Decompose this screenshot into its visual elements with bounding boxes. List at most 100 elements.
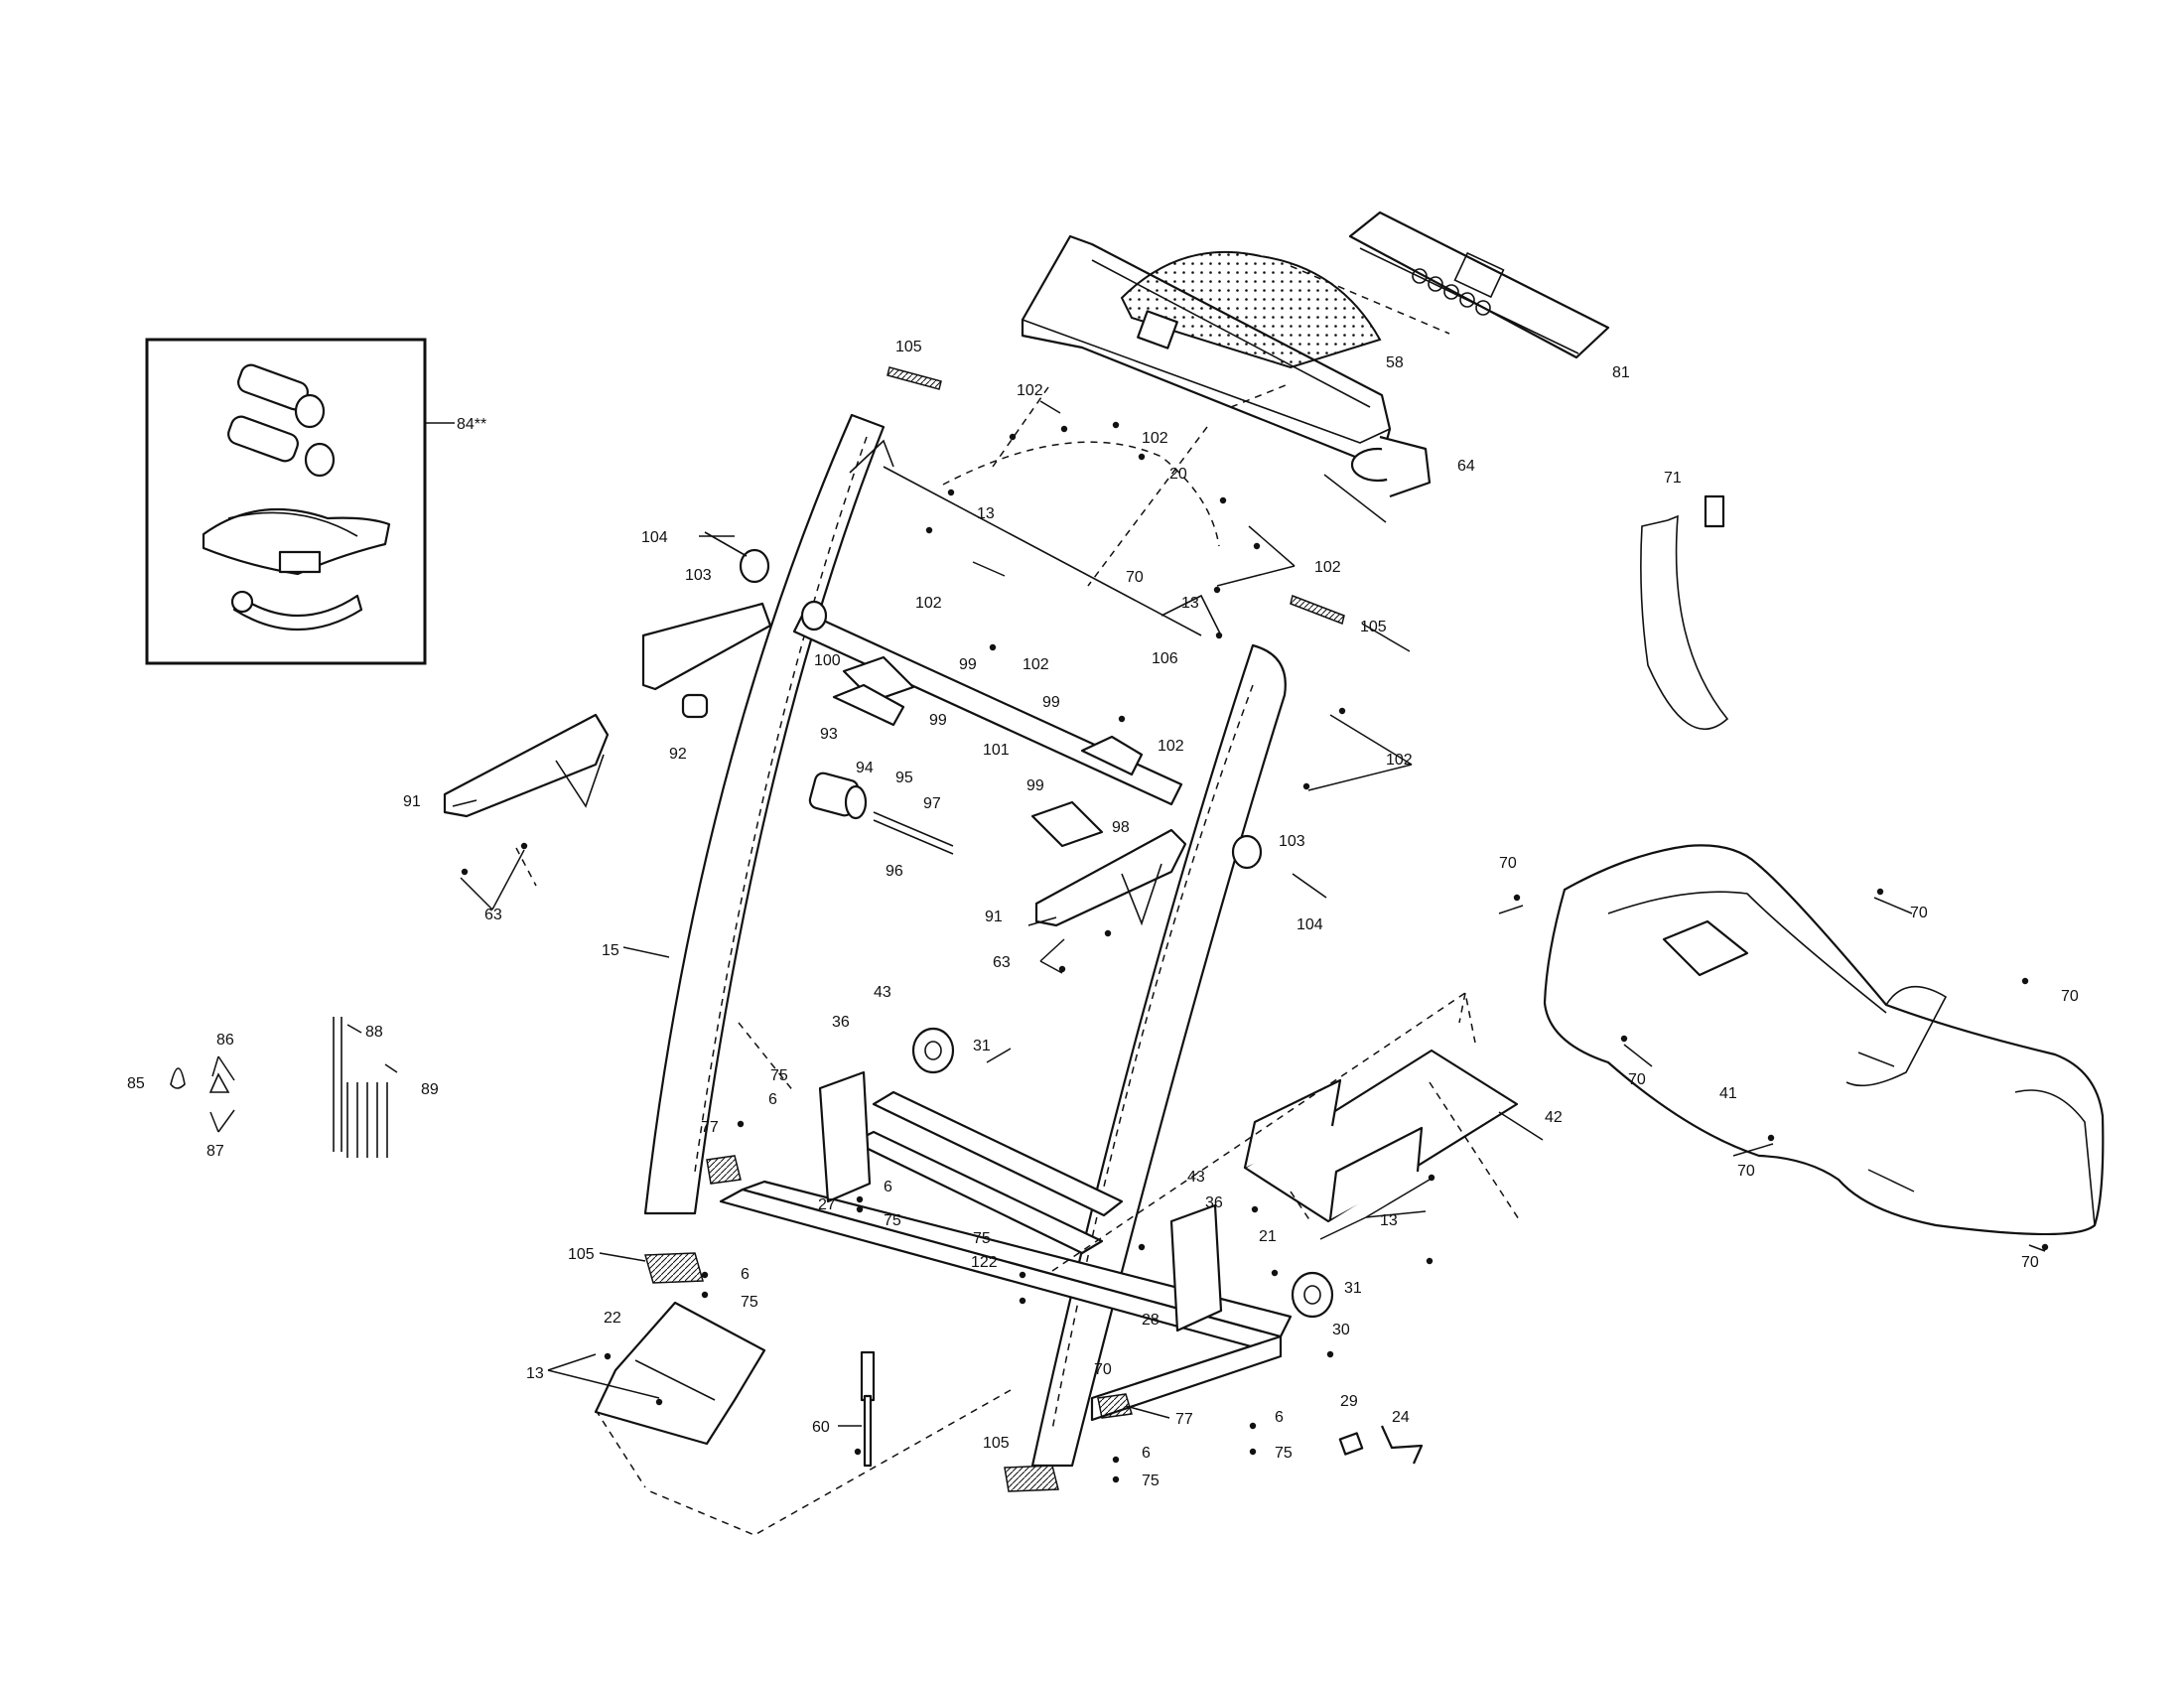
- part-label: 75: [770, 1067, 788, 1084]
- part-label: 86: [216, 1032, 234, 1049]
- part-label: 70: [1126, 569, 1144, 586]
- part-label: 70: [1094, 1361, 1112, 1378]
- part-label: 96: [886, 863, 903, 880]
- part-label: 105: [895, 339, 922, 355]
- upright-right: [1030, 643, 1287, 1468]
- part-label: 13: [977, 505, 995, 522]
- callout-leaders: [209, 400, 2046, 1427]
- part-label: 94: [856, 760, 874, 776]
- part-label: 20: [1169, 466, 1187, 483]
- part-label: 105: [1360, 619, 1387, 635]
- console-overlay-81: [1348, 210, 1610, 359]
- console-assembly: [1021, 234, 1432, 498]
- part-label: 28: [1142, 1312, 1160, 1329]
- part-label: 97: [923, 795, 941, 812]
- part-label: 122: [971, 1254, 998, 1271]
- part-label: 36: [832, 1014, 850, 1031]
- part-label: 75: [741, 1294, 758, 1311]
- part-label: 22: [604, 1310, 621, 1327]
- plate-22: [594, 1301, 766, 1446]
- part-label: 70: [2061, 988, 2079, 1005]
- handrail-right: [1034, 828, 1187, 927]
- part-label: 70: [1737, 1163, 1755, 1180]
- part-label: 92: [669, 746, 687, 763]
- part-label: 102: [1158, 738, 1184, 755]
- part-label: 102: [1386, 752, 1413, 769]
- part-label: 105: [568, 1246, 595, 1263]
- part-label: 13: [1181, 595, 1199, 612]
- part-label: 15: [602, 942, 619, 959]
- part-label: 100: [814, 652, 841, 669]
- part-label: 70: [1910, 905, 1928, 921]
- part-label: 6: [884, 1179, 892, 1195]
- part-label: 103: [685, 567, 712, 584]
- part-label: 75: [1275, 1445, 1293, 1462]
- part-label: 85: [127, 1075, 145, 1092]
- part-label: 102: [1314, 559, 1341, 576]
- wire-clip-99: [832, 655, 1144, 848]
- part-label: 81: [1612, 364, 1630, 381]
- part-label: 13: [1380, 1212, 1398, 1229]
- part-label: 89: [421, 1081, 439, 1098]
- hand-weight-icon: [227, 363, 336, 478]
- part-label: 64: [1457, 458, 1475, 475]
- motor-hood-41: [1543, 844, 2105, 1236]
- part-label: 75: [1142, 1473, 1160, 1489]
- base-frame: [719, 1090, 1293, 1422]
- part-label: 99: [1042, 694, 1060, 711]
- part-label: 6: [768, 1091, 777, 1108]
- part-label: 30: [1332, 1322, 1350, 1338]
- part-label: 102: [1017, 382, 1043, 399]
- part-label: 102: [1023, 656, 1049, 673]
- part-label: 63: [993, 954, 1011, 971]
- crossbar-101: [792, 600, 1183, 806]
- part-label: 27: [818, 1196, 836, 1213]
- part-label: 75: [973, 1230, 991, 1247]
- part-label: 102: [1142, 430, 1168, 447]
- part-label: 58: [1386, 354, 1404, 371]
- part-label: 103: [1279, 833, 1305, 850]
- part-label: 21: [1259, 1228, 1277, 1245]
- part-label: 99: [1026, 777, 1044, 794]
- part-label: 91: [403, 793, 421, 810]
- part-label: 98: [1112, 819, 1130, 836]
- part-label: 101: [983, 742, 1010, 759]
- shock-60: [860, 1350, 876, 1468]
- accessory-kit-inset: [145, 338, 455, 665]
- console-button-row: [1412, 251, 1505, 316]
- part-label: 29: [1340, 1393, 1358, 1410]
- roller-31-upper: [911, 1027, 955, 1074]
- part-label: 84**: [457, 416, 486, 433]
- part-label: 91: [985, 909, 1003, 925]
- part-label: 70: [1499, 855, 1517, 872]
- part-label: 75: [884, 1212, 901, 1229]
- pulley-93: [808, 772, 868, 820]
- part-label: 43: [874, 984, 891, 1001]
- part-label: 102: [915, 595, 942, 612]
- part-label: 70: [1628, 1071, 1646, 1088]
- part-label: 60: [812, 1419, 830, 1436]
- part-label: 31: [1344, 1280, 1362, 1297]
- shield-42: [1243, 1049, 1519, 1223]
- part-label: 71: [1664, 470, 1682, 487]
- handrail-left: [443, 713, 610, 818]
- part-label: 36: [1205, 1194, 1223, 1211]
- part-label: 106: [1152, 650, 1178, 667]
- roller-31-lower: [1291, 1271, 1334, 1319]
- part-label: 77: [701, 1119, 719, 1136]
- part-label: 6: [1142, 1445, 1151, 1462]
- part-label: 87: [206, 1143, 224, 1160]
- part-label: 6: [741, 1266, 750, 1283]
- part-label: 77: [1175, 1411, 1193, 1428]
- part-label: 105: [983, 1435, 1010, 1452]
- part-label: 41: [1719, 1085, 1737, 1102]
- part-label: 99: [929, 712, 947, 729]
- part-label: 43: [1187, 1169, 1205, 1186]
- part-labels: 105 102 102 58 81 64 20 13 102 84** 104 …: [127, 339, 2079, 1489]
- part-label: 88: [365, 1024, 383, 1041]
- cable-71: [1640, 494, 1729, 730]
- part-label: 63: [484, 907, 502, 923]
- part-label: 95: [895, 770, 913, 786]
- fastener-dots: [461, 421, 2049, 1483]
